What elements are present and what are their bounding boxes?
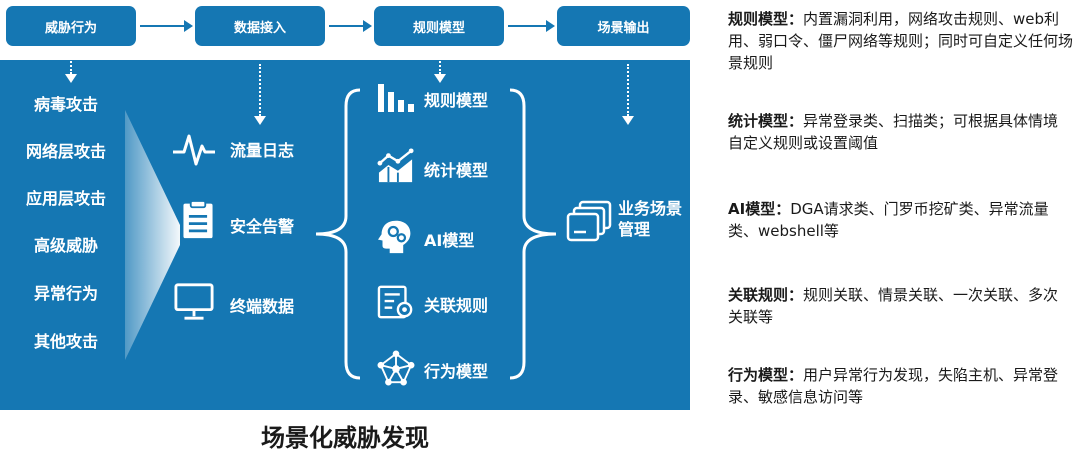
source-security-alert: 安全告警 [230, 217, 295, 236]
desc-ai-model: AI模型：DGA请求类、门罗币挖矿类、异常流量类、webshell等 [728, 198, 1073, 242]
desc-title: 关联规则： [728, 286, 804, 304]
attack-application-layer: 应用层攻击 [25, 189, 106, 208]
brain-gear-icon [378, 220, 411, 254]
output-business-scene: 业务场景管理 [618, 199, 683, 239]
desc-correlation-rule: 关联规则：规则关联、情景关联、一次关联、多次关联等 [728, 284, 1073, 328]
desc-title: 规则模型： [728, 10, 804, 28]
step-label: 规则模型 [412, 20, 465, 36]
flow-arrow [329, 20, 372, 32]
step-label: 场景输出 [597, 20, 650, 36]
step-label: 威胁行为 [44, 20, 97, 36]
desc-title: 行为模型： [728, 366, 804, 384]
model-rule: 规则模型 [424, 91, 489, 110]
funnel-arrow-icon [125, 110, 180, 360]
trend-chart-icon [377, 148, 414, 183]
desc-behavior-model: 行为模型：用户异常行为发现，失陷主机、异常登录、敏感信息访问等 [728, 364, 1073, 408]
desc-rule-model: 规则模型：内置漏洞利用，网络攻击规则、web利用、弱口令、僵尸网络等规则；同时可… [728, 8, 1073, 74]
flow-arrow [140, 20, 193, 32]
doc-gear-icon [377, 285, 413, 319]
step-rule-model: 规则模型 [374, 6, 504, 46]
step-scene-output: 场景输出 [557, 6, 690, 46]
attack-advanced-threat: 高级威胁 [33, 236, 98, 255]
desc-title: 统计模型： [728, 112, 804, 130]
desc-statistical-model: 统计模型：异常登录类、扫描类；可根据具体情境自定义规则或设置阈值 [728, 110, 1073, 154]
left-brace [315, 88, 361, 380]
right-brace [509, 88, 557, 380]
model-ai: AI模型 [424, 231, 475, 250]
desc-text: 用户异常行为发现，失陷主机、异常登录、敏感信息访问等 [728, 366, 1059, 406]
step-label: 数据接入 [233, 20, 286, 36]
bar-chart-icon [378, 84, 414, 112]
dotted-arrow [434, 54, 446, 83]
source-endpoint-data: 终端数据 [230, 297, 295, 316]
attack-virus: 病毒攻击 [33, 95, 98, 114]
network-icon [377, 350, 415, 386]
model-statistical: 统计模型 [424, 161, 489, 180]
step-data-ingest: 数据接入 [195, 6, 325, 46]
source-traffic-log: 流量日志 [230, 141, 295, 160]
step-threat-behavior: 威胁行为 [6, 6, 136, 46]
diagram: 威胁行为 数据接入 规则模型 场景输出 病毒攻击 网络层攻击 应用层攻击 高级威… [0, 6, 690, 452]
diagram-caption: 场景化威胁发现 [261, 424, 429, 452]
desc-text: DGA请求类、门罗币挖矿类、异常流量类、webshell等 [728, 200, 1049, 240]
dotted-arrow [622, 64, 634, 125]
model-behavior: 行为模型 [424, 362, 489, 381]
desc-text: 异常登录类、扫描类；可根据具体情境自定义规则或设置阈值 [728, 112, 1059, 152]
desc-title: AI模型： [728, 200, 791, 218]
dotted-arrow [254, 64, 266, 125]
attack-other: 其他攻击 [33, 332, 98, 351]
dotted-arrow [65, 54, 77, 83]
desc-text: 规则关联、情景关联、一次关联、多次关联等 [728, 286, 1059, 326]
pulse-icon [173, 134, 215, 166]
attack-abnormal-behavior: 异常行为 [33, 284, 98, 303]
model-correlation: 关联规则 [424, 296, 489, 315]
desc-text: 内置漏洞利用，网络攻击规则、web利用、弱口令、僵尸网络等规则；同时可自定义任何… [728, 10, 1074, 72]
attack-network-layer: 网络层攻击 [25, 142, 106, 161]
clipboard-icon [183, 200, 213, 239]
stack-screens-icon [566, 200, 612, 242]
flow-arrow [508, 20, 555, 32]
monitor-icon [174, 283, 214, 320]
